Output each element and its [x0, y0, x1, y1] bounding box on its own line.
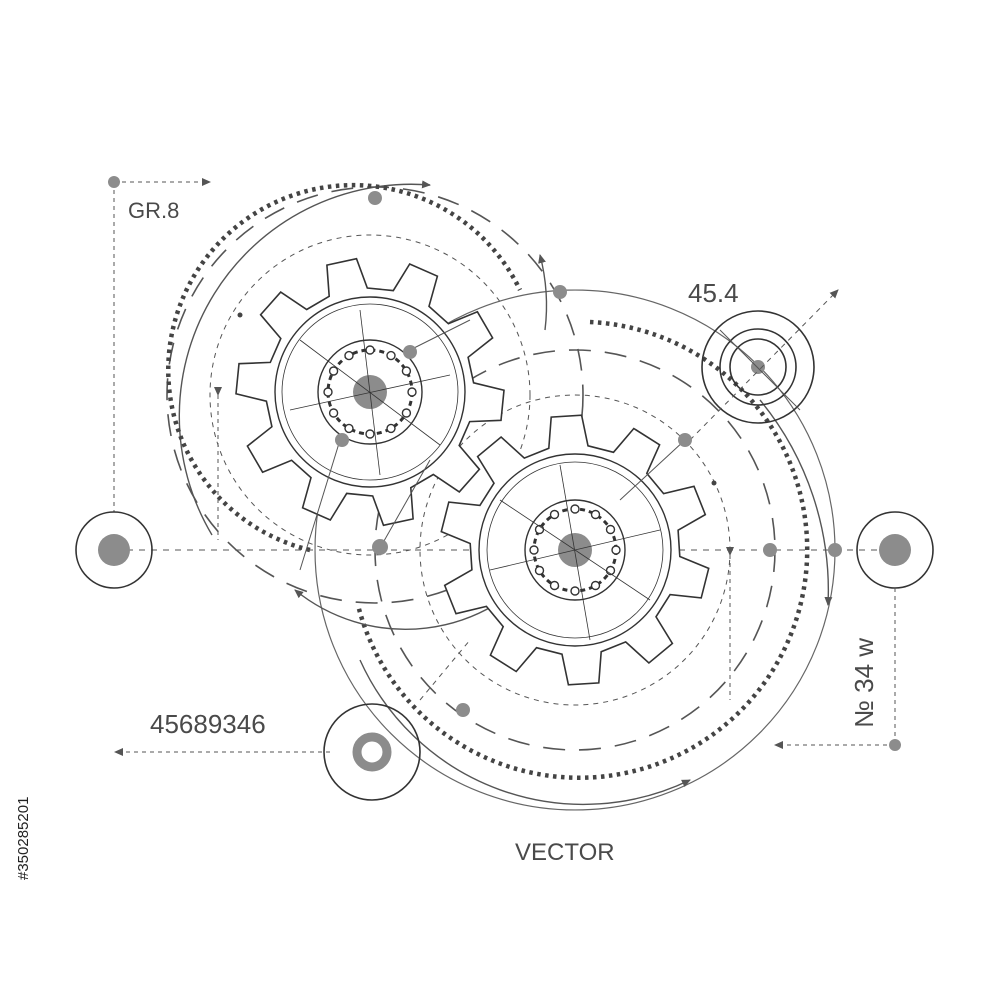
chain-link — [605, 524, 616, 535]
measure-target: 45.4 — [688, 278, 839, 441]
bearing-chain-icon — [529, 504, 621, 596]
gr-label: GR.8 — [128, 198, 179, 223]
chain-link — [590, 509, 601, 520]
chain-link — [344, 350, 354, 361]
chain-link — [344, 423, 354, 434]
chain-link — [401, 366, 412, 376]
thin-dashed-circle-left — [209, 234, 531, 556]
serial-label: № 34 w — [849, 638, 879, 728]
chain-link — [611, 545, 621, 555]
chain-link — [549, 580, 560, 591]
stock-id: #350285201 — [15, 797, 32, 880]
chain-link — [590, 580, 601, 591]
construction-lines — [299, 319, 686, 701]
gr-leader-dot — [108, 176, 120, 188]
gr-leader: GR.8 — [108, 176, 211, 512]
chain-link — [529, 545, 539, 555]
chain-link — [386, 350, 396, 361]
orbit-arc-bottom-arrow — [359, 659, 691, 806]
serial-leader: № 34 w — [774, 588, 901, 751]
chain-link — [365, 345, 375, 355]
chain-link — [365, 429, 375, 439]
chain-link — [328, 366, 339, 376]
chain-link — [407, 387, 417, 397]
target-circle-left — [75, 511, 153, 589]
chain-link — [386, 423, 396, 434]
serial-leader-dot — [889, 739, 901, 751]
gear-right — [440, 414, 710, 686]
chain-link — [323, 387, 333, 397]
chain-link — [549, 509, 560, 520]
chain-link — [328, 408, 339, 418]
orbit-dashed-circle-left — [166, 186, 584, 604]
target-circle-icon — [879, 534, 911, 566]
chain-link — [570, 586, 580, 596]
target-circle-right — [856, 511, 934, 589]
ring-icon — [352, 732, 392, 772]
chain-link — [534, 565, 545, 576]
chain-link — [570, 504, 580, 514]
chain-link — [401, 408, 412, 418]
caption-label: VECTOR — [515, 839, 615, 866]
orbit-arc-right-arrow — [759, 399, 833, 606]
node-dots — [237, 191, 842, 717]
number-label: 45689346 — [150, 709, 266, 739]
orbit-arc-top-left — [178, 180, 431, 536]
target-circle-icon — [98, 534, 130, 566]
gear-left — [235, 257, 505, 527]
bearing-chain-icon — [323, 345, 417, 439]
number-leader: 45689346 — [114, 703, 421, 801]
measure-target-dot — [751, 360, 765, 374]
measure-label: 45.4 — [688, 278, 739, 308]
orbit-arc-center-arrow — [538, 254, 548, 331]
